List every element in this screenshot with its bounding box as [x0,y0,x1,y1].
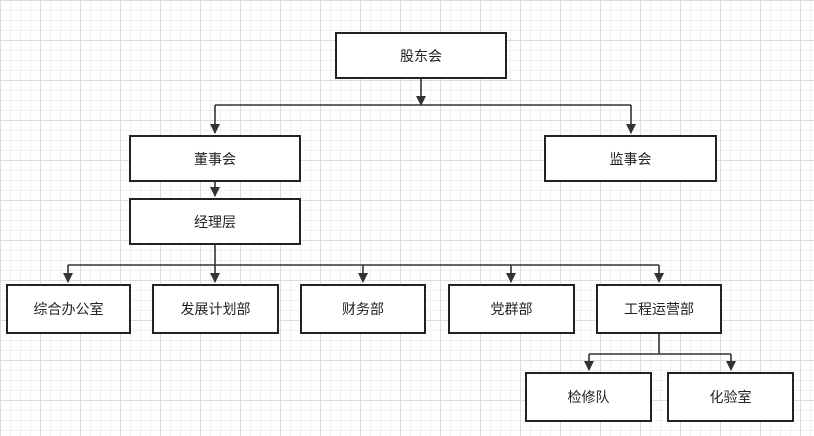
node-board-of-supervisors[interactable]: 监事会 [544,135,717,182]
node-board-of-directors[interactable]: 董事会 [129,135,301,182]
node-planning-dept[interactable]: 发展计划部 [152,284,279,334]
node-label: 发展计划部 [180,302,251,318]
node-management[interactable]: 经理层 [129,198,301,245]
node-label: 党群部 [490,302,533,318]
node-label: 股东会 [400,48,442,65]
node-maintenance-team[interactable]: 检修队 [525,372,652,422]
node-label: 化验室 [709,390,752,406]
node-engineering-dept[interactable]: 工程运营部 [596,284,722,334]
node-label: 综合办公室 [33,302,104,318]
node-label: 董事会 [194,151,236,168]
node-party-dept[interactable]: 党群部 [448,284,575,334]
node-label: 监事会 [609,151,652,168]
node-finance-dept[interactable]: 财务部 [300,284,426,334]
node-shareholders-meeting[interactable]: 股东会 [335,32,507,79]
node-lab[interactable]: 化验室 [667,372,794,422]
node-admin-office[interactable]: 综合办公室 [6,284,131,334]
node-label: 经理层 [194,214,236,231]
node-label: 财务部 [342,302,384,318]
node-label: 检修队 [567,390,610,406]
node-label: 工程运营部 [624,302,694,318]
